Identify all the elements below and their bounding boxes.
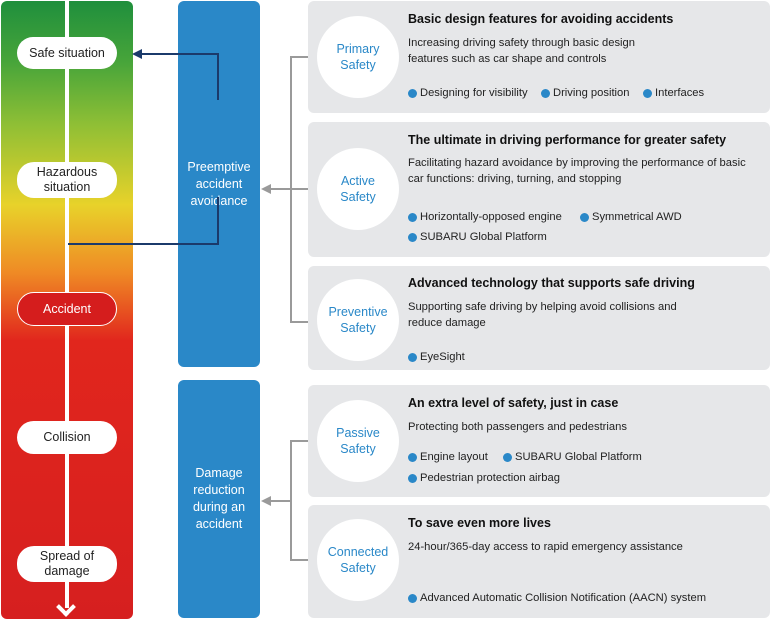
- group-damage-reduction: Damage reduction during an accident: [178, 380, 260, 618]
- card-connected-safety: Connected Safety To save even more lives…: [308, 505, 770, 618]
- feature-item: Interfaces: [643, 87, 704, 99]
- feature-item: SUBARU Global Platform: [408, 231, 547, 243]
- card-title: Basic design features for avoiding accid…: [408, 12, 674, 26]
- feature-label: Engine layout: [420, 451, 488, 463]
- bullet-icon: [408, 212, 417, 222]
- feature-item: SUBARU Global Platform: [503, 451, 642, 463]
- bullet-icon: [408, 473, 417, 483]
- card-primary-safety: Primary Safety Basic design features for…: [308, 1, 770, 113]
- card-description: Supporting safe driving by helping avoid…: [408, 301, 677, 329]
- feature-label: EyeSight: [420, 351, 465, 363]
- card-circle-label: Passive Safety: [317, 400, 399, 482]
- stage-safe-situation: Safe situation: [17, 37, 117, 69]
- bullet-icon: [408, 352, 417, 362]
- top-connector-arrow-icon: [261, 184, 271, 194]
- feature-item: Pedestrian protection airbag: [408, 472, 560, 484]
- card-title: To save even more lives: [408, 516, 551, 530]
- card-circle-label: Primary Safety: [317, 16, 399, 98]
- bullet-icon: [503, 452, 512, 462]
- stage-hazardous-situation: Hazardous situation: [17, 162, 117, 198]
- card-preventive-safety: Preventive Safety Advanced technology th…: [308, 266, 770, 370]
- stage-spread-of-damage: Spread of damage: [17, 546, 117, 582]
- card-description: 24-hour/365-day access to rapid emergenc…: [408, 541, 683, 553]
- card-circle-label: Preventive Safety: [317, 279, 399, 361]
- card-active-safety: Active Safety The ultimate in driving pe…: [308, 122, 770, 257]
- card-type: Preventive Safety: [328, 305, 388, 335]
- bullet-icon: [408, 593, 417, 603]
- card-circle-label: Active Safety: [317, 148, 399, 230]
- bullet-icon: [541, 88, 550, 98]
- bottom-connector-arrow-icon: [261, 496, 271, 506]
- feature-item: Horizontally-opposed engine: [408, 211, 562, 223]
- feature-label: Driving position: [553, 87, 630, 99]
- feature-label: Symmetrical AWD: [592, 211, 682, 223]
- hazard-link-line: [68, 197, 219, 245]
- card-title: An extra level of safety, just in case: [408, 396, 619, 410]
- feature-label: Advanced Automatic Collision Notificatio…: [420, 592, 707, 604]
- feature-item: Symmetrical AWD: [580, 211, 682, 223]
- feature-label: SUBARU Global Platform: [420, 231, 547, 243]
- card-circle-label: Connected Safety: [317, 519, 399, 601]
- stage-accident: Accident: [17, 292, 117, 326]
- bullet-icon: [408, 88, 417, 98]
- feature-label: Interfaces: [655, 87, 705, 99]
- card-description: Protecting both passengers and pedestria…: [408, 421, 627, 433]
- bullet-icon: [643, 88, 652, 98]
- feature-label: Pedestrian protection airbag: [420, 472, 560, 484]
- feature-item: Advanced Automatic Collision Notificatio…: [408, 592, 706, 604]
- card-title: The ultimate in driving performance for …: [408, 133, 727, 147]
- feature-item: Driving position: [541, 87, 629, 99]
- bullet-icon: [580, 212, 589, 222]
- group-label: Damage reduction during an accident: [192, 466, 246, 531]
- card-description: Increasing driving safety through basic …: [408, 37, 635, 65]
- card-title: Advanced technology that supports safe d…: [408, 276, 695, 290]
- card-type: Primary Safety: [336, 42, 380, 72]
- stage-collision: Collision: [17, 421, 117, 454]
- bullet-icon: [408, 232, 417, 242]
- bottom-bracket: [290, 440, 308, 561]
- feature-item: EyeSight: [408, 351, 465, 363]
- feature-label: Designing for visibility: [420, 87, 528, 99]
- return-arrow-icon: [132, 49, 142, 59]
- card-type: Active Safety: [340, 174, 376, 204]
- bullet-icon: [408, 452, 417, 462]
- return-to-safe-line: [140, 53, 219, 100]
- card-description: Facilitating hazard avoidance by improvi…: [408, 157, 746, 185]
- card-passive-safety: Passive Safety An extra level of safety,…: [308, 385, 770, 497]
- feature-label: SUBARU Global Platform: [515, 451, 642, 463]
- feature-item: Designing for visibility: [408, 87, 528, 99]
- card-type: Connected Safety: [327, 545, 389, 575]
- feature-item: Engine layout: [408, 451, 488, 463]
- card-type: Passive Safety: [336, 426, 380, 456]
- feature-label: Horizontally-opposed engine: [420, 211, 562, 223]
